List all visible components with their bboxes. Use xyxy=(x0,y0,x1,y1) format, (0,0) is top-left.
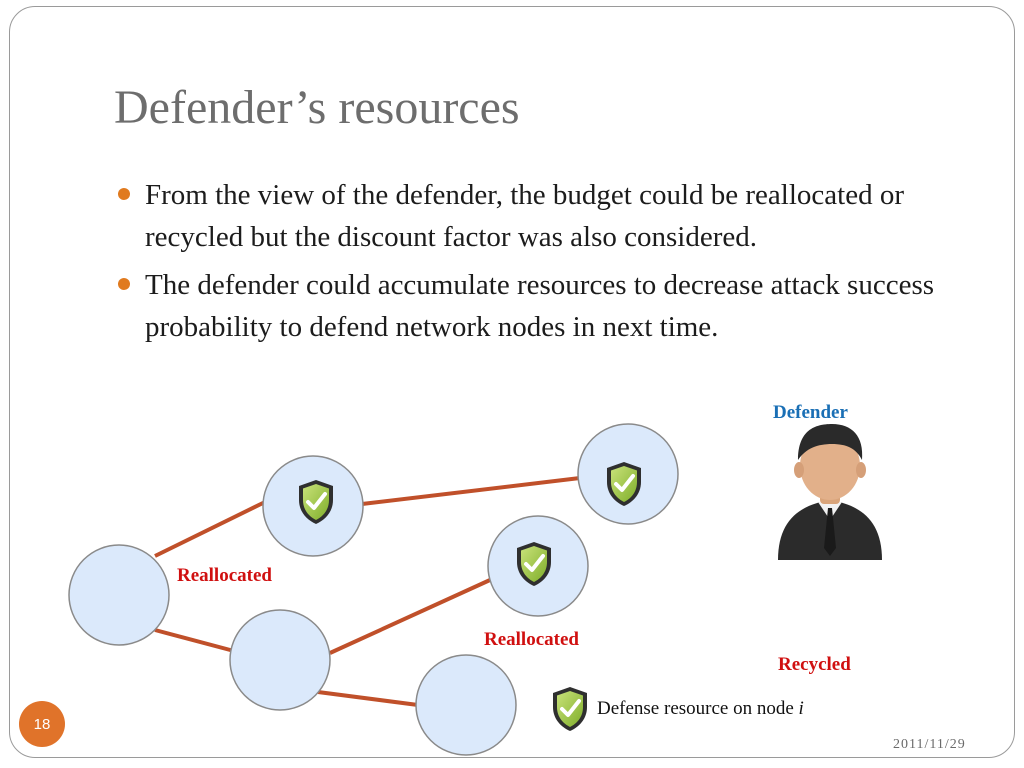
edge-c-d xyxy=(329,578,491,655)
legend-label: Defense resource on node xyxy=(597,698,799,719)
slide-frame xyxy=(9,6,1015,758)
edge-b-e xyxy=(361,476,581,506)
reallocated-label-1: Reallocated xyxy=(177,565,272,586)
bullet-dot-icon xyxy=(118,188,130,200)
bullet-item-1: From the view of the defender, the budge… xyxy=(118,174,978,258)
slide-date: 2011/11/29 xyxy=(893,737,966,752)
bullet-list: From the view of the defender, the budge… xyxy=(118,174,978,354)
bullet-dot-icon xyxy=(118,278,130,290)
edge-a-b xyxy=(154,500,266,558)
recycled-label: Recycled xyxy=(778,654,851,675)
edge-c-f xyxy=(317,690,419,707)
network-node-c xyxy=(229,609,331,711)
legend-variable: i xyxy=(798,698,804,719)
businessman-icon xyxy=(778,424,882,560)
network-node-a xyxy=(68,544,170,646)
network-node-f xyxy=(415,654,517,756)
legend-shield-check-icon xyxy=(553,687,587,731)
reallocated-label-2: Reallocated xyxy=(484,629,579,650)
defender-label: Defender xyxy=(773,402,848,423)
bullet-text-1: From the view of the defender, the budge… xyxy=(145,179,904,253)
slide-title: Defender’s resources xyxy=(114,81,520,134)
edge-a-c xyxy=(154,628,235,653)
legend-text: Defense resource on node i xyxy=(597,698,804,720)
page-number-badge: 18 xyxy=(19,701,65,747)
bullet-item-2: The defender could accumulate resources … xyxy=(118,264,978,348)
page-number: 18 xyxy=(33,715,51,733)
bullet-text-2: The defender could accumulate resources … xyxy=(145,269,935,343)
